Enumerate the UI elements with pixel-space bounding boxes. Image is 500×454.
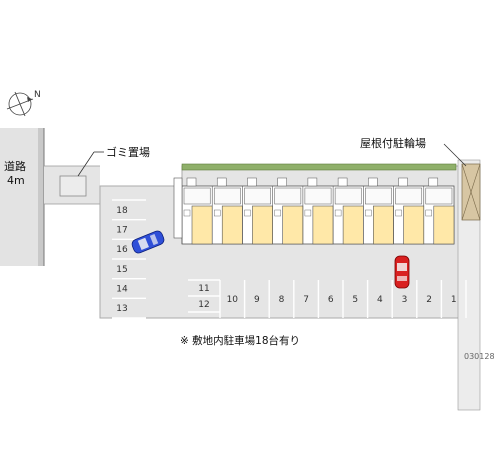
unit-room [221,205,243,245]
unit-stair [307,177,318,187]
unit-stair [368,177,378,187]
unit-fixture [214,209,221,217]
unit-fixture [244,209,251,217]
parking-slot-number: 6 [328,295,334,305]
unit-stair [398,177,408,187]
parking-slot-number: 5 [352,295,358,305]
unit-fixture [304,209,312,217]
parking-slot-number: 11 [198,284,209,294]
unit-room [373,205,394,245]
parking-slot-number: 9 [254,295,260,305]
parking-slot-number: 1 [451,295,457,305]
unit-stair [428,177,439,187]
garbage-label: ゴミ置場 [106,145,150,159]
unit-stair [186,177,197,187]
road [0,128,44,266]
parking-slot-number: 14 [116,285,128,295]
unit-wet-area [304,187,332,205]
unit-room [191,205,213,245]
unit-room [403,205,425,245]
unit-fixture [365,209,372,217]
parking-slot-number: 18 [116,206,128,216]
parking-slot-number: 13 [116,304,127,314]
unit-wet-area [183,187,211,205]
unit-room [433,205,455,245]
unit-stair [216,177,227,187]
unit-wet-area [425,187,453,205]
bike-parking-label: 屋根付駐輪場 [360,136,426,150]
unit-room [282,205,304,245]
grass-strip [181,163,457,171]
compass-icon [6,91,34,117]
parking-lines [112,199,467,319]
compass-north-label: N [34,90,41,100]
garbage-leader [77,151,95,177]
parking-slot-number: 8 [279,295,285,305]
parking-slot-number: 15 [116,265,127,275]
parking-slot-number: 10 [227,295,239,305]
car-red [394,255,410,289]
road-name-label: 道路 [4,159,26,173]
unit-room [342,205,364,245]
parking-slot-number: 12 [198,300,209,310]
unit-stair [337,177,348,187]
garbage-area [59,175,87,197]
unit-fixture [334,209,342,217]
unit-fixture [274,209,281,217]
unit-wet-area [274,187,302,205]
unit-wet-area [334,187,362,205]
parking-slot-number: 7 [303,295,309,305]
parking-slot-number: 17 [116,226,127,236]
unit-wet-area [395,187,423,205]
bike-parking-leader [443,143,467,167]
building [173,177,455,245]
parking-slot-number: 2 [426,295,432,305]
parking-slot-number: 16 [116,245,128,255]
unit-wet-area [213,187,241,205]
property-code: 030128 [464,352,495,361]
unit-room [312,205,334,245]
unit-wet-area [365,187,392,205]
unit-fixture [425,209,432,217]
building-side-stair [173,177,183,239]
parking-slot-number: 3 [402,295,408,305]
road-shadow [38,128,44,266]
parking-note: ※ 敷地内駐車場18台有り [180,334,300,347]
car-blue [131,230,165,254]
unit-stair [277,177,287,187]
unit-fixture [395,209,402,217]
bike-parking [457,159,481,411]
parking-slot-number: 4 [377,295,383,305]
unit-stair [247,177,257,187]
unit-fixture [183,209,191,217]
unit-room [252,205,273,245]
road-width-label: 4m [7,174,25,187]
unit-wet-area [244,187,271,205]
